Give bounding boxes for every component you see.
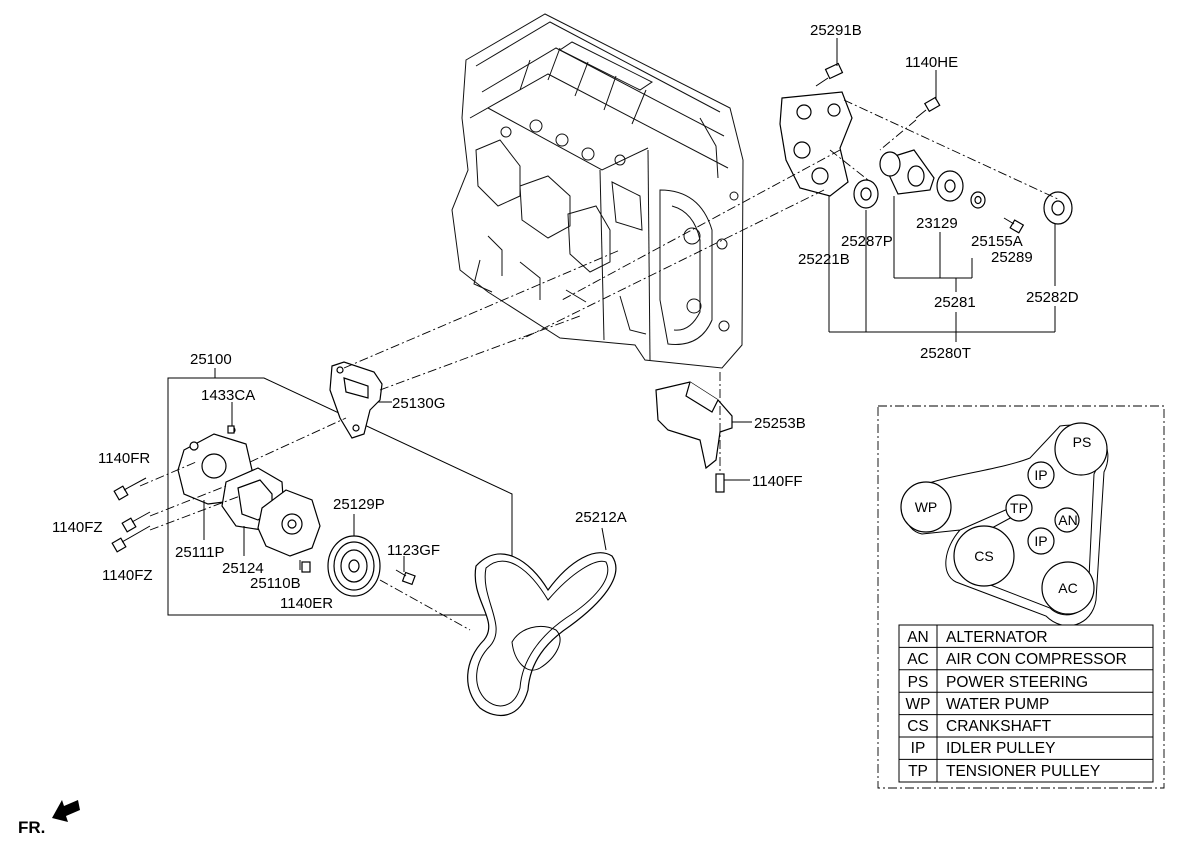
label-1140ER: 1140ER: [280, 595, 333, 612]
pulley-wp-label: WP: [915, 499, 938, 515]
front-direction-indicator: FR.: [18, 800, 80, 837]
label-23129: 23129: [916, 215, 958, 232]
pulley-25287P: [853, 179, 879, 209]
label-25100: 25100: [190, 351, 232, 368]
label-1140HE: 1140HE: [905, 54, 958, 71]
label-25280T: 25280T: [920, 345, 971, 362]
label-25253B: 25253B: [754, 415, 806, 432]
pulley-ip-top-label: IP: [1034, 467, 1047, 483]
legend-key: CS: [907, 718, 929, 735]
legend-table: AN ALTERNATOR AC AIR CON COMPRESSOR PS P…: [898, 624, 1154, 783]
part-labels: 25291B 1140HE 23129 25155A 25287P 25221B…: [52, 22, 1079, 612]
belt-25212A: [467, 527, 617, 716]
pulley-cs: [953, 525, 1015, 587]
legend-value: WATER PUMP: [946, 696, 1049, 713]
label-1140FR: 1140FR: [98, 450, 150, 467]
water-pump-leader-lines: [139, 249, 621, 631]
label-1140FZ-lower: 1140FZ: [102, 567, 153, 584]
washer-25155A: [970, 191, 986, 209]
legend-value: CRANKSHAFT: [946, 718, 1052, 735]
pump-body-25110B: [257, 489, 321, 557]
pulley-an-label: AN: [1058, 512, 1077, 528]
label-1140FZ-upper: 1140FZ: [52, 519, 103, 536]
label-25287P: 25287P: [841, 233, 893, 250]
label-25130G: 25130G: [392, 395, 445, 412]
legend-key: AN: [907, 629, 929, 646]
pulley-ip-top: [1027, 461, 1055, 489]
label-1433CA: 1433CA: [201, 387, 255, 404]
label-25289: 25289: [991, 249, 1033, 266]
legend-key: TP: [908, 763, 928, 780]
legend-key: PS: [908, 674, 929, 691]
tensioner-25281: [879, 149, 935, 195]
label-25110B: 25110B: [250, 575, 301, 592]
label-25155A: 25155A: [971, 233, 1023, 250]
label-1140FF: 1140FF: [752, 473, 803, 490]
pulley-ip-low-label: IP: [1034, 533, 1047, 549]
front-label: FR.: [18, 818, 45, 837]
label-25111P: 25111P: [175, 544, 225, 561]
label-1123GF: 1123GF: [387, 542, 440, 559]
legend-value: ALTERNATOR: [946, 629, 1048, 646]
pulley-tp-label: TP: [1010, 500, 1028, 516]
pulley-wp: [900, 481, 952, 533]
pulley-ps-label: PS: [1073, 434, 1092, 450]
tensioner-leader-lines: [519, 38, 1061, 342]
bolt-1140HE: [915, 96, 941, 119]
legend-key: AC: [907, 651, 929, 668]
legend-value: POWER STEERING: [946, 674, 1088, 691]
legend-value: AIR CON COMPRESSOR: [946, 651, 1127, 668]
bolt-25289: [1003, 217, 1025, 234]
label-25124: 25124: [222, 560, 264, 577]
water-pump-bolts: [111, 425, 416, 586]
legend-key: IP: [911, 740, 926, 757]
label-25129P: 25129P: [333, 496, 385, 513]
pulley-ac: [1041, 561, 1095, 615]
legend-value: TENSIONER PULLEY: [946, 763, 1100, 780]
legend-key: WP: [906, 696, 931, 713]
water-pump-box: [167, 368, 513, 616]
label-25282D: 25282D: [1026, 289, 1079, 306]
pulley-25282D: [1043, 191, 1073, 225]
label-25281: 25281: [934, 294, 976, 311]
front-arrow-icon: [52, 800, 80, 822]
legend-value: IDLER PULLEY: [946, 740, 1055, 757]
pulley-ip-low: [1027, 527, 1055, 555]
label-25291B: 25291B: [810, 22, 862, 39]
pulley-cs-label: CS: [974, 548, 993, 564]
pulley-ac-label: AC: [1058, 580, 1077, 596]
pulley-23129: [936, 170, 964, 202]
pulley-tp: [1005, 494, 1033, 522]
pulley-ps: [1054, 422, 1108, 476]
label-25221B: 25221B: [798, 251, 850, 268]
pulley-an: [1054, 507, 1080, 533]
engine-block: [451, 13, 744, 369]
gasket-25130G: [329, 361, 392, 439]
belt-routing-panel: PS IP WP TP AN IP CS AC: [877, 405, 1165, 789]
tensioner-bracket: [779, 91, 853, 197]
label-25212A: 25212A: [575, 509, 627, 526]
bracket-25253B: [655, 372, 752, 493]
bolt-25291B: [815, 62, 844, 87]
pump-pulley-25129P: [327, 535, 381, 597]
